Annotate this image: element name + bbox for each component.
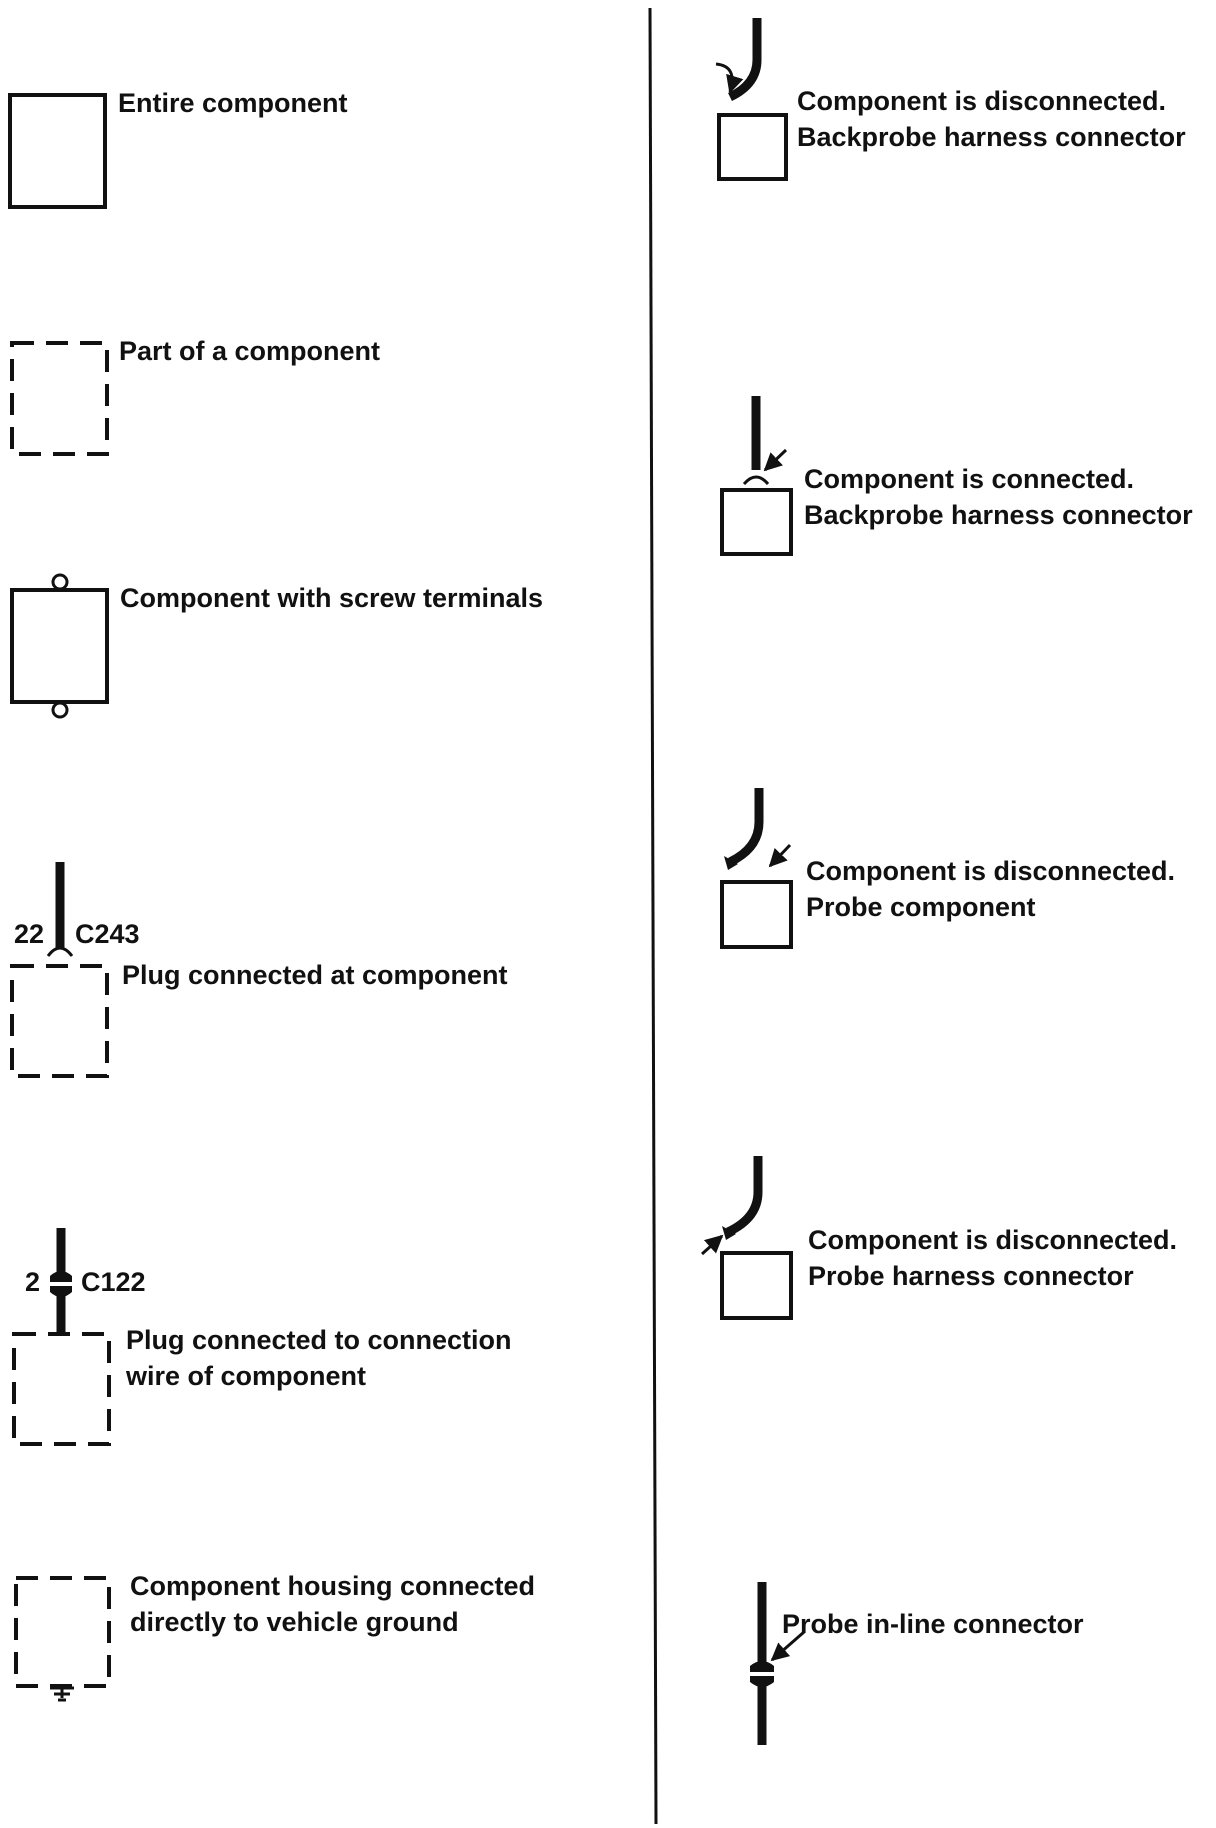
connected-backprobe-line1: Component is connected. bbox=[804, 464, 1134, 494]
disconnected-backprobe-symbol: Component is disconnected. Backprobe har… bbox=[715, 18, 1186, 181]
disconnected-probe-component-line1: Component is disconnected. bbox=[806, 856, 1175, 886]
probe-arrow-icon bbox=[768, 843, 792, 868]
housing-ground-label-line2: directly to vehicle ground bbox=[130, 1607, 459, 1637]
component-box bbox=[717, 113, 788, 181]
housing-ground-symbol: Component housing connected directly to … bbox=[14, 1571, 535, 1702]
curved-harness-wire bbox=[725, 1156, 763, 1237]
plug-at-component-label: Plug connected at component bbox=[122, 960, 508, 990]
housing-ground-label-line1: Component housing connected bbox=[130, 1571, 535, 1601]
disconnected-backprobe-line1: Component is disconnected. bbox=[797, 86, 1166, 116]
part-of-component-label: Part of a component bbox=[119, 336, 380, 366]
component-box bbox=[720, 880, 793, 949]
probe-inline-symbol: Probe in-line connector bbox=[750, 1582, 1084, 1745]
connected-backprobe-symbol: Component is connected. Backprobe harnes… bbox=[720, 396, 1193, 556]
probe-inline-label: Probe in-line connector bbox=[782, 1609, 1084, 1639]
plug-connector-id: C122 bbox=[81, 1267, 146, 1297]
connected-backprobe-line2: Backprobe harness connector bbox=[804, 500, 1193, 530]
entire-component-label: Entire component bbox=[118, 88, 348, 118]
screw-terminals-label: Component with screw terminals bbox=[120, 583, 543, 613]
disconnected-probe-harness-line2: Probe harness connector bbox=[808, 1261, 1134, 1291]
dashed-component-box bbox=[12, 1332, 111, 1446]
plug-at-wire-symbol: 2 C122 Plug connected to connection wire… bbox=[12, 1228, 512, 1446]
column-divider bbox=[648, 7, 658, 1825]
plug-at-wire-label-line1: Plug connected to connection bbox=[126, 1325, 512, 1355]
disconnected-probe-harness-symbol: Component is disconnected. Probe harness… bbox=[700, 1156, 1177, 1320]
entire-component-symbol: Entire component bbox=[8, 88, 348, 209]
screw-terminals-symbol: Component with screw terminals bbox=[10, 573, 543, 719]
plug-contact-icon bbox=[46, 946, 74, 957]
probe-arrow-icon bbox=[770, 1630, 805, 1662]
plug-connector-id: C243 bbox=[75, 919, 140, 949]
disconnected-probe-harness-line1: Component is disconnected. bbox=[808, 1225, 1177, 1255]
plug-at-wire-label-line2: wire of component bbox=[125, 1361, 366, 1391]
plug-pin-number: 22 bbox=[14, 919, 44, 949]
component-box bbox=[720, 1251, 793, 1320]
part-of-component-symbol: Part of a component bbox=[10, 336, 380, 456]
probe-arrow-icon bbox=[700, 1234, 724, 1256]
screw-terminal-top-icon bbox=[51, 573, 69, 591]
dashed-component-box bbox=[10, 964, 109, 1078]
curved-harness-wire bbox=[727, 18, 762, 102]
connector-tip-icon bbox=[722, 1226, 736, 1240]
screw-terminal-box bbox=[10, 588, 109, 704]
disconnected-probe-component-symbol: Component is disconnected. Probe compone… bbox=[720, 788, 1175, 949]
curved-harness-wire bbox=[727, 788, 764, 867]
dashed-component-box bbox=[14, 1576, 111, 1688]
disconnected-backprobe-line2: Backprobe harness connector bbox=[797, 122, 1186, 152]
disconnected-probe-component-line2: Probe component bbox=[806, 892, 1036, 922]
component-box bbox=[720, 488, 793, 556]
dashed-component-box bbox=[10, 341, 109, 456]
screw-terminal-bottom-icon bbox=[51, 701, 69, 719]
inline-connector-icon bbox=[750, 1661, 774, 1687]
ground-icon bbox=[50, 1686, 74, 1702]
connector-tip-icon bbox=[724, 856, 738, 870]
plug-pin-number: 2 bbox=[25, 1267, 40, 1297]
plug-at-component-symbol: 22 C243 Plug connected at component bbox=[10, 862, 508, 1078]
inline-connector-icon bbox=[50, 1271, 72, 1297]
backprobe-arrow-icon bbox=[715, 62, 744, 94]
probe-arrow-icon bbox=[763, 448, 788, 472]
solid-component-box bbox=[8, 93, 107, 209]
connector-contact-icon bbox=[742, 475, 770, 486]
